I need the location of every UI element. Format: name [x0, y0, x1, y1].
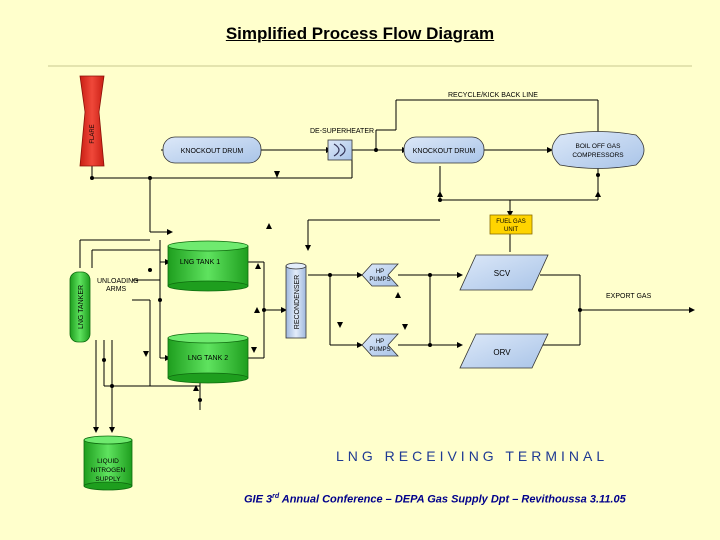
- hp-pumps-2-label-line2: PUMPS: [369, 347, 390, 353]
- footer-caption: GIE 3rd Annual Conference – DEPA Gas Sup…: [244, 493, 626, 506]
- boil-off-label-line1: BOIL OFF GAS: [576, 143, 622, 150]
- hp-pumps-1[interactable]: HP PUMPS: [361, 263, 399, 287]
- lng-tank-1[interactable]: LNG TANK 1: [167, 240, 249, 292]
- page-title: Simplified Process Flow Diagram: [225, 24, 495, 43]
- line-junctions: [90, 148, 600, 402]
- knockout-drum-2[interactable]: KNOCKOUT DRUM: [403, 136, 485, 164]
- lng-tanker[interactable]: LNG TANKER: [69, 271, 91, 343]
- liquid-nitrogen-supply[interactable]: LIQUID NITROGEN SUPPLY: [83, 435, 133, 491]
- hp-pumps-2-label-line1: HP: [376, 339, 384, 345]
- terminal-title: LNG RECEIVING TERMINAL: [336, 448, 609, 464]
- footer-prefix: GIE 3: [244, 493, 273, 506]
- boil-off-gas-compressors[interactable]: BOIL OFF GAS COMPRESSORS: [551, 131, 645, 169]
- lng-tank-2[interactable]: LNG TANK 2: [167, 332, 249, 384]
- hp-pumps-2[interactable]: HP PUMPS: [361, 333, 399, 357]
- scv-vaporizer[interactable]: SCV: [459, 254, 549, 291]
- unloading-arms-label-line2: ARMS: [106, 286, 127, 293]
- unloading-arms-label-line1: UNLOADING: [97, 278, 139, 285]
- fuel-gas-label-line2: UNIT: [504, 227, 518, 233]
- recycle-line-label: RECYCLE/KICK BACK LINE: [448, 92, 538, 99]
- orv-vaporizer[interactable]: ORV: [459, 333, 549, 369]
- boil-off-label-line2: COMPRESSORS: [572, 152, 624, 159]
- lng-tanker-label: LNG TANKER: [78, 285, 85, 329]
- knockout-drum-1-label: KNOCKOUT DRUM: [181, 148, 244, 155]
- lng-tank-1-label: LNG TANK 1: [180, 259, 220, 266]
- nitrogen-label-line2: NITROGEN: [91, 467, 126, 474]
- desuperheater[interactable]: [327, 139, 353, 161]
- flare-label: FLARE: [90, 124, 96, 143]
- nitrogen-label-line1: LIQUID: [97, 458, 119, 465]
- recondenser-label: RECONDENSER: [294, 275, 301, 329]
- lng-tank-2-label: LNG TANK 2: [188, 355, 228, 362]
- hp-pumps-1-label-line2: PUMPS: [369, 277, 390, 283]
- hp-pumps-1-label-line1: HP: [376, 269, 384, 275]
- footer-superscript: rd: [272, 493, 280, 500]
- fuel-gas-label-line1: FUEL GAS: [496, 219, 525, 225]
- scv-label: SCV: [494, 269, 511, 278]
- flow-arrows: [93, 147, 695, 433]
- knockout-drum-1[interactable]: KNOCKOUT DRUM: [162, 136, 262, 164]
- export-gas-label: EXPORT GAS: [606, 293, 652, 300]
- desuperheater-label: DE-SUPERHEATER: [310, 128, 374, 135]
- flare-stack[interactable]: FLARE: [79, 75, 105, 167]
- fuel-gas-unit[interactable]: FUEL GAS UNIT: [489, 214, 533, 235]
- recondenser[interactable]: RECONDENSER: [285, 262, 307, 339]
- knockout-drum-2-label: KNOCKOUT DRUM: [413, 148, 476, 155]
- footer-rest: Annual Conference – DEPA Gas Supply Dpt …: [279, 493, 626, 506]
- nitrogen-label-line3: SUPPLY: [95, 476, 121, 483]
- orv-label: ORV: [493, 348, 511, 357]
